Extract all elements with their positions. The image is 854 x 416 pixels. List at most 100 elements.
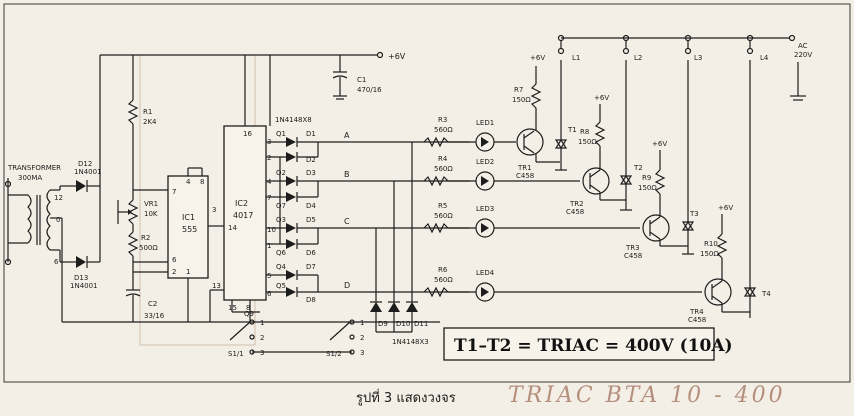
svg-text:D4: D4 bbox=[306, 202, 316, 210]
svg-text:3: 3 bbox=[212, 206, 216, 214]
svg-text:2: 2 bbox=[267, 154, 271, 162]
transformer-label: TRANSFORMER bbox=[7, 164, 61, 172]
svg-text:16: 16 bbox=[243, 130, 252, 138]
svg-text:D1: D1 bbox=[306, 130, 316, 138]
row-q7-d4: Q7 D4 bbox=[266, 192, 318, 210]
svg-text:R8: R8 bbox=[580, 128, 589, 136]
svg-text:150Ω: 150Ω bbox=[512, 96, 531, 104]
svg-text:560Ω: 560Ω bbox=[434, 165, 453, 173]
svg-text:LED4: LED4 bbox=[476, 269, 495, 277]
svg-text:T3: T3 bbox=[689, 210, 699, 218]
driver-stage-1: TR1 C458 +6V R7 150Ω T1 bbox=[512, 54, 577, 180]
svg-text:2: 2 bbox=[172, 268, 176, 276]
svg-text:TR2: TR2 bbox=[569, 200, 584, 208]
resistor-r2: R2 500Ω bbox=[127, 231, 158, 290]
svg-text:8: 8 bbox=[200, 178, 204, 186]
d12-label: D12 bbox=[78, 160, 92, 168]
triac-spec-box: T1–T2 = TRIAC = 400V (10A) bbox=[443, 327, 733, 361]
triac-equation: T1–T2 = TRIAC = 400V (10A) bbox=[454, 336, 733, 356]
svg-text:5: 5 bbox=[267, 272, 271, 280]
svg-text:TR1: TR1 bbox=[517, 164, 532, 172]
svg-text:R2: R2 bbox=[141, 234, 150, 242]
row-q3-d3: Q2 D3 bbox=[266, 169, 318, 186]
row-q6-d6: Q6 D6 bbox=[266, 239, 318, 257]
d12-diode bbox=[76, 180, 86, 192]
svg-text:VR1: VR1 bbox=[144, 200, 158, 208]
capacitor-c2: C2 33/16 bbox=[125, 289, 165, 322]
svg-text:+6V: +6V bbox=[594, 94, 609, 102]
t1-triac bbox=[554, 139, 568, 150]
svg-text:C1: C1 bbox=[357, 76, 366, 84]
svg-text:1N4148X3: 1N4148X3 bbox=[392, 338, 429, 346]
svg-text:14: 14 bbox=[228, 224, 237, 232]
svg-text:560Ω: 560Ω bbox=[434, 126, 453, 134]
svg-text:Q9: Q9 bbox=[244, 310, 254, 318]
ac-load-section: L1 L2 L3 L4 AC 220V bbox=[557, 34, 812, 101]
svg-text:R7: R7 bbox=[514, 86, 523, 94]
svg-text:L1: L1 bbox=[572, 54, 580, 62]
svg-text:C458: C458 bbox=[566, 208, 584, 216]
ic1-555-timer: IC1 555 7 4 8 6 2 1 3 bbox=[133, 167, 224, 322]
svg-text:Q7: Q7 bbox=[276, 202, 286, 210]
svg-text:LED3: LED3 bbox=[476, 205, 494, 213]
transformer-secondary bbox=[46, 189, 51, 251]
svg-text:C458: C458 bbox=[624, 252, 642, 260]
transformer-current: 300MA bbox=[18, 174, 42, 182]
power-supply-section: TRANSFORMER 300MA 12 0 6 D12 1N4001 D13 … bbox=[4, 55, 102, 322]
svg-text:D9: D9 bbox=[378, 320, 388, 328]
svg-text:150Ω: 150Ω bbox=[578, 138, 597, 146]
svg-text:1: 1 bbox=[267, 242, 271, 250]
svg-text:R5: R5 bbox=[438, 202, 447, 210]
diode-array-label: 1N4148X8 bbox=[275, 116, 312, 124]
svg-text:T2: T2 bbox=[633, 164, 643, 172]
vcc-label: +6V bbox=[388, 52, 406, 61]
svg-text:500Ω: 500Ω bbox=[139, 244, 158, 252]
svg-text:A: A bbox=[344, 131, 350, 140]
svg-text:T1: T1 bbox=[567, 126, 577, 134]
d13-label: D13 bbox=[74, 274, 88, 282]
svg-text:Q1: Q1 bbox=[276, 130, 286, 138]
svg-text:1: 1 bbox=[186, 268, 190, 276]
svg-text:R6: R6 bbox=[438, 266, 448, 274]
svg-text:560Ω: 560Ω bbox=[434, 212, 453, 220]
row-q3b-d5: Q3 D5 bbox=[266, 216, 318, 233]
svg-text:10: 10 bbox=[267, 226, 276, 234]
svg-text:6: 6 bbox=[172, 256, 177, 264]
svg-text:D10: D10 bbox=[396, 320, 410, 328]
svg-text:R3: R3 bbox=[438, 116, 447, 124]
svg-text:L2: L2 bbox=[634, 54, 642, 62]
svg-text:2: 2 bbox=[260, 334, 264, 342]
svg-text:C: C bbox=[344, 217, 350, 226]
diode-matrix: Q1 D1 D2 Q2 D3 Q7 D4 bbox=[266, 130, 319, 304]
svg-text:6: 6 bbox=[267, 290, 272, 298]
diodes-d9-d11: D9 D10 D11 1N4148X3 bbox=[370, 142, 429, 346]
svg-text:R4: R4 bbox=[438, 155, 448, 163]
svg-text:D2: D2 bbox=[306, 156, 316, 164]
svg-text:220V: 220V bbox=[794, 51, 812, 59]
svg-text:0: 0 bbox=[56, 216, 60, 224]
driver-stage-4: TR4 C458 +6V R10 150Ω T4 bbox=[688, 60, 771, 324]
svg-text:Q5: Q5 bbox=[276, 282, 286, 290]
svg-text:1: 1 bbox=[260, 319, 264, 327]
svg-text:R1: R1 bbox=[143, 108, 152, 116]
svg-text:+6V: +6V bbox=[718, 204, 733, 212]
svg-text:T4: T4 bbox=[761, 290, 771, 298]
svg-text:+6V: +6V bbox=[652, 140, 667, 148]
svg-text:33/16: 33/16 bbox=[144, 312, 165, 320]
svg-text:2K4: 2K4 bbox=[143, 118, 157, 126]
t3-triac bbox=[681, 221, 695, 232]
svg-text:13: 13 bbox=[212, 282, 221, 290]
svg-text:D11: D11 bbox=[414, 320, 428, 328]
potentiometer-vr1: VR1 10K bbox=[117, 190, 158, 232]
svg-text:8: 8 bbox=[246, 304, 250, 312]
tr1-transistor bbox=[516, 128, 544, 156]
handwritten-note: TRIAC BTA 10 - 400 bbox=[508, 383, 786, 408]
t4-triac bbox=[743, 287, 757, 298]
driver-stage-2: TR2 C458 +6V R8 150Ω T2 bbox=[566, 60, 643, 216]
transformer-primary bbox=[27, 194, 32, 244]
svg-text:Q4: Q4 bbox=[276, 263, 287, 271]
svg-text:1: 1 bbox=[360, 319, 364, 327]
switch-s1[interactable]: 1 2 3 S1/1 Q9 1 2 3 S1/2 bbox=[228, 310, 364, 358]
tr4-transistor bbox=[704, 278, 732, 306]
